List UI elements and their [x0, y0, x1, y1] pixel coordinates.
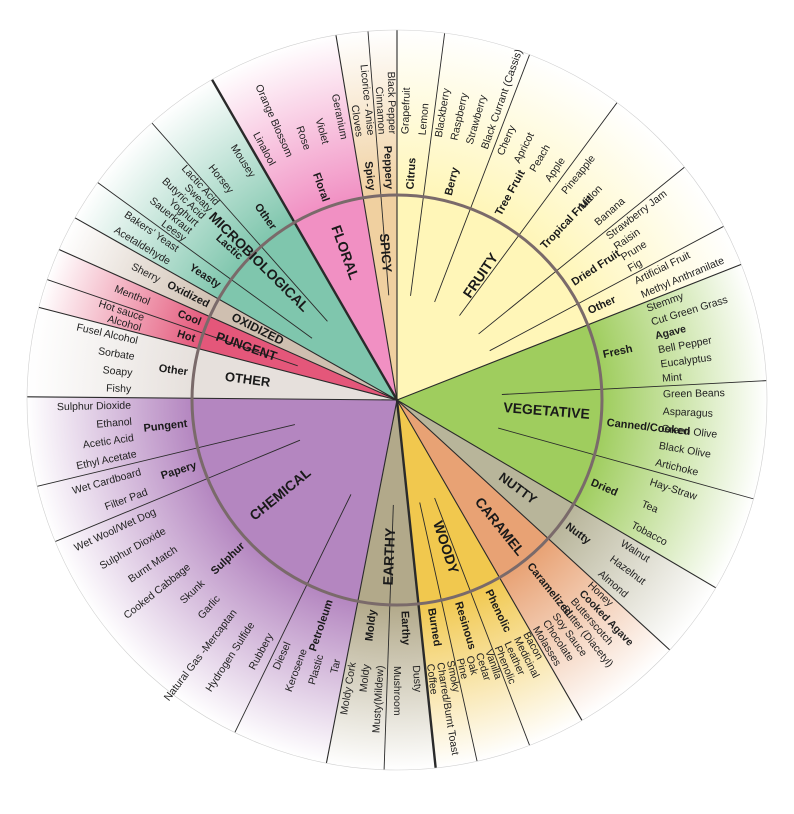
category-label-spicy: SPICY	[377, 233, 395, 273]
subcategory-divider	[434, 497, 531, 746]
subcategory-divider	[478, 166, 685, 335]
subcategory-label-citrus: Citrus	[405, 157, 419, 189]
term-label-cloves: Cloves	[349, 104, 365, 137]
subcategory-divider	[37, 424, 296, 487]
subcategory-divider	[489, 225, 724, 352]
term-label-oak: Oak	[463, 654, 480, 677]
category-segment-pungent	[198, 316, 397, 400]
category-segment-woody	[397, 400, 500, 604]
term-label-mushroom: Mushroom	[391, 666, 403, 716]
category-outer-band-pungent	[38, 249, 210, 349]
term-label-soapy: Soapy	[102, 364, 134, 379]
category-divider	[396, 263, 742, 401]
term-label-sorbate: Sorbate	[97, 345, 135, 363]
category-segment-nutty	[397, 400, 574, 539]
category-outer-band-woody	[418, 577, 582, 768]
subcategory-label-earthy: Earthy	[398, 611, 411, 647]
category-label-earthy: EARTHY	[380, 527, 399, 586]
category-divider	[335, 34, 398, 401]
category-segment-oxidized	[209, 299, 397, 400]
term-label-asparagus: Asparagus	[662, 406, 713, 420]
subcategory-label-pungent: Pungent	[143, 418, 188, 435]
term-label-dusty: Dusty	[410, 665, 424, 693]
category-outer-band-caramel	[499, 538, 670, 721]
category-divider	[74, 217, 398, 401]
category-label-vegetative: VEGETATIVE	[503, 399, 591, 422]
category-divider	[396, 399, 717, 589]
term-label-sulphur-dioxide: Sulphur Dioxide	[57, 400, 132, 414]
term-label-musty-mildew: Musty(Mildew)	[370, 665, 386, 733]
category-outer-band-chemical	[26, 396, 358, 764]
subcategory-divider	[459, 102, 618, 316]
subcategory-divider	[498, 427, 754, 500]
category-divider	[210, 78, 399, 401]
category-outer-band-floral	[212, 35, 364, 223]
category-segment-microbiological	[218, 222, 397, 400]
term-label-lemon: Lemon	[417, 103, 432, 136]
term-label-cinnamon: Cinnamon	[373, 86, 388, 135]
subcategory-divider	[367, 31, 390, 296]
category-segment-vegetative	[397, 324, 602, 505]
term-label-grapefruit: Grapefruit	[399, 87, 413, 134]
category-segment-fruity	[397, 195, 588, 400]
category-segment-earthy	[357, 400, 419, 606]
category-outer-band-fruity	[397, 30, 742, 325]
category-outer-band-microbiological	[74, 79, 295, 300]
subcategory-divider	[410, 33, 446, 296]
subcategory-divider	[151, 122, 328, 322]
category-segment-chemical	[192, 398, 397, 602]
category-divider	[396, 399, 671, 651]
category-divider	[395, 399, 437, 769]
wheel-divider-lines	[27, 30, 767, 770]
category-outer-band-vegetative	[573, 264, 767, 588]
term-label-coffee: Coffee	[424, 663, 440, 695]
subcategory-label-peppery: Peppery	[381, 146, 395, 191]
term-label-moldy: Moldy	[358, 663, 373, 693]
subcategory-divider	[47, 279, 298, 367]
category-outer-band-other	[27, 307, 199, 399]
term-label-green-beans: Green Beans	[663, 387, 725, 400]
subcategory-label-hot: Hot	[176, 328, 197, 345]
subcategory-label-spicy: Spicy	[362, 161, 378, 192]
subcategory-divider	[419, 502, 478, 762]
wheel-rings	[26, 29, 768, 771]
subcategory-label-moldy: Moldy	[363, 608, 379, 642]
term-label-pine: Pine	[454, 657, 471, 680]
subcategory-divider	[234, 494, 352, 733]
outer-rim	[26, 29, 768, 771]
category-outer-band-nutty	[548, 504, 716, 650]
subcategory-divider	[501, 380, 767, 395]
category-divider	[38, 306, 398, 401]
wheel-segments	[26, 30, 767, 770]
category-outer-band-earthy	[326, 601, 436, 770]
term-label-mint: Mint	[662, 371, 683, 385]
category-divider	[396, 399, 583, 721]
subcategory-divider	[97, 182, 313, 339]
category-divider	[325, 399, 398, 764]
subcategory-divider	[434, 54, 531, 303]
term-label-tar: Tar	[328, 657, 343, 674]
subcategory-divider	[54, 439, 301, 543]
subcategory-divider	[383, 504, 394, 770]
term-label-black-pepper: Black Pepper	[385, 71, 398, 134]
category-segment-caramel	[397, 400, 549, 578]
category-divider	[58, 249, 398, 401]
subcategory-label-other: Other	[158, 363, 189, 379]
category-outer-band-oxidized	[58, 217, 219, 317]
term-label-fishy: Fishy	[106, 382, 132, 395]
category-label-other: OTHER	[224, 369, 272, 390]
category-divider	[27, 396, 398, 401]
term-label-ethanol: Ethanol	[96, 416, 132, 431]
category-outer-band-spicy	[335, 30, 397, 198]
subcategory-ring	[190, 193, 604, 607]
